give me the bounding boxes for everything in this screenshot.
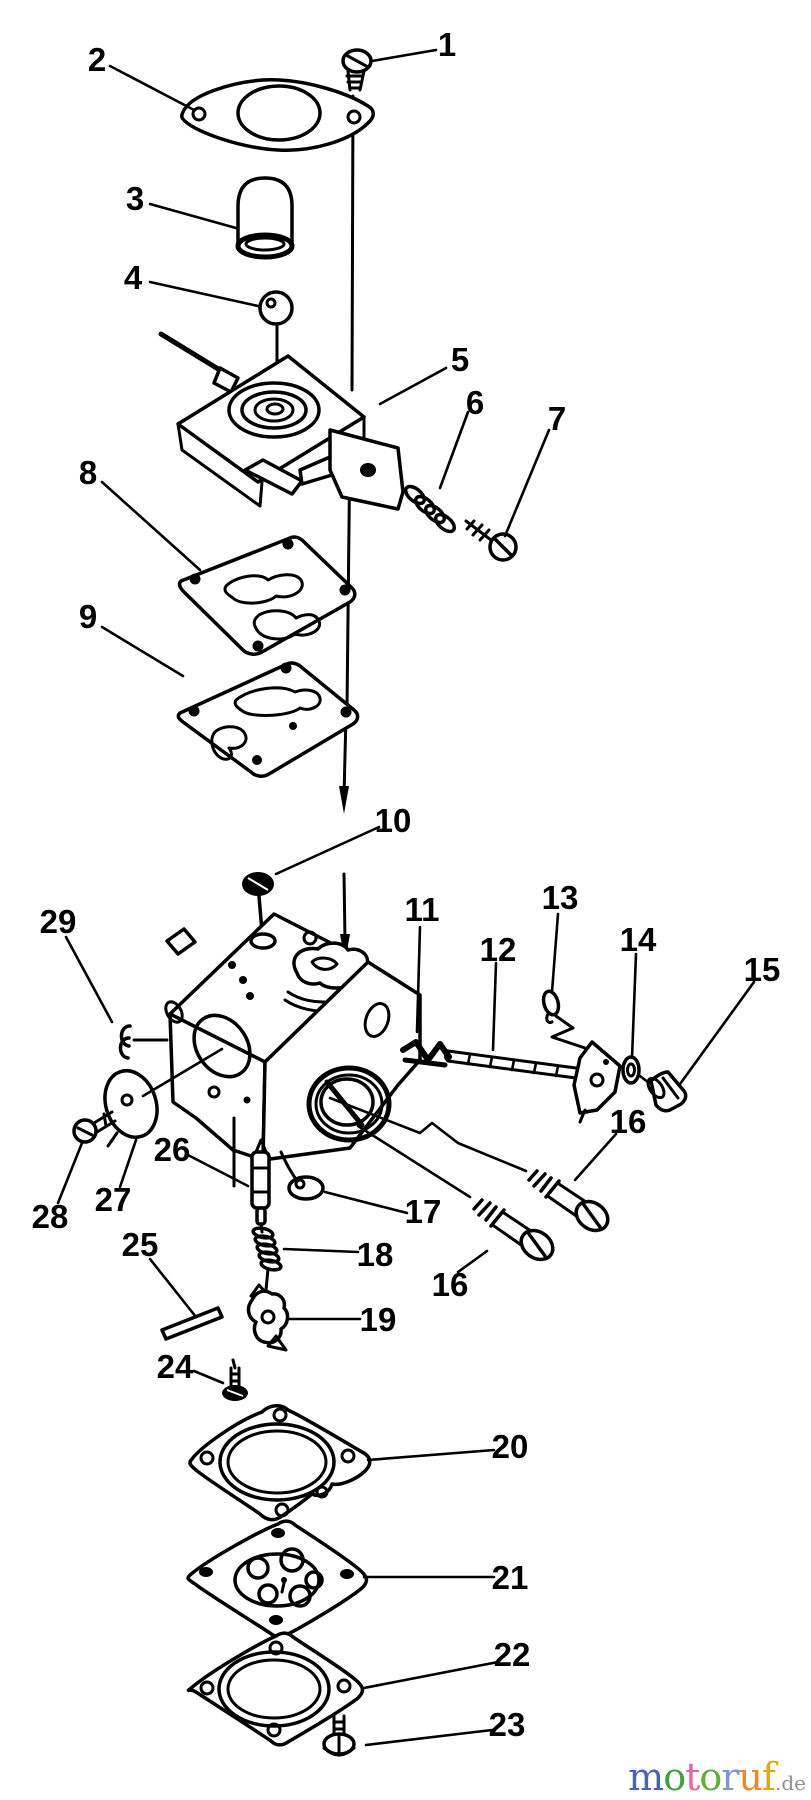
callout-4: 4 xyxy=(124,259,143,296)
callout-5: 5 xyxy=(451,341,469,378)
part-3-filter-cup xyxy=(235,176,295,260)
part-6-spring xyxy=(403,484,457,534)
part-5-pump-body xyxy=(158,331,405,511)
part-18-spring xyxy=(251,1226,283,1292)
part-22-cover xyxy=(186,1631,365,1747)
watermark-letter: f xyxy=(761,1755,776,1799)
callout-12: 12 xyxy=(480,931,517,968)
callout-27: 27 xyxy=(95,1181,132,1218)
watermark-suffix: .de xyxy=(775,1771,806,1795)
part-25-pin xyxy=(160,1306,224,1341)
part-2-gasket xyxy=(180,78,375,152)
callout-29: 29 xyxy=(40,903,77,940)
part-29-clip xyxy=(118,1024,169,1060)
part-14-washer xyxy=(621,1055,651,1085)
part-21-diaphragm xyxy=(186,1519,369,1639)
callout-23: 23 xyxy=(489,1706,526,1743)
callout-17: 17 xyxy=(405,1193,442,1230)
callout-8: 8 xyxy=(79,454,97,491)
part-9-gasket xyxy=(176,661,360,778)
callout-15: 15 xyxy=(744,951,781,988)
part-16-screw-lower xyxy=(472,1198,555,1262)
callout-18: 18 xyxy=(357,1236,394,1273)
callout-11: 11 xyxy=(405,891,440,928)
part-27-disc xyxy=(103,1047,224,1148)
callout-9: 9 xyxy=(79,598,97,635)
callout-19: 19 xyxy=(360,1301,397,1338)
assembly-axis-line xyxy=(339,94,355,962)
callout-14: 14 xyxy=(620,921,657,958)
part-13-clip xyxy=(541,989,590,1051)
callout-labels: 1 2 3 4 5 6 7 8 9 10 11 12 13 14 15 16 1… xyxy=(32,26,781,1743)
part-8-gasket xyxy=(177,535,357,656)
throttle-plate xyxy=(572,1040,622,1124)
part-16-screw-upper xyxy=(527,1169,610,1233)
watermark-letter: u xyxy=(738,1755,763,1799)
part-1-screw xyxy=(341,48,373,92)
callout-24: 24 xyxy=(157,1348,194,1385)
part-17-pin xyxy=(287,1175,325,1201)
watermark-letter: r xyxy=(721,1755,739,1799)
part-4-check-ball xyxy=(258,290,294,395)
callout-25: 25 xyxy=(122,1226,159,1263)
carburetor-body xyxy=(164,912,528,1199)
callout-3: 3 xyxy=(126,180,144,217)
callout-6: 6 xyxy=(466,384,484,421)
callout-16-upper: 16 xyxy=(610,1103,647,1140)
part-24-screw xyxy=(222,1358,248,1401)
watermark-letter: t xyxy=(685,1755,700,1799)
watermark-letter: m xyxy=(628,1755,664,1799)
callout-21: 21 xyxy=(492,1559,529,1596)
watermark-letter: o xyxy=(699,1755,722,1799)
part-23-screw xyxy=(322,1714,356,1757)
part-11-clip xyxy=(400,1039,452,1068)
callout-22: 22 xyxy=(494,1636,531,1673)
part-12-throttle-shaft xyxy=(444,1049,578,1080)
callout-16-lower: 16 xyxy=(432,1266,469,1303)
leader-lines xyxy=(56,48,756,1747)
part-20-gasket xyxy=(188,1404,372,1522)
part-7-screw xyxy=(464,519,518,562)
callout-26: 26 xyxy=(154,1131,191,1168)
callout-20: 20 xyxy=(492,1428,529,1465)
part-26-plunger xyxy=(250,1138,271,1234)
callout-1: 1 xyxy=(438,26,456,63)
part-28-screw xyxy=(72,1110,117,1144)
callout-13: 13 xyxy=(542,879,579,916)
watermark-letter: o xyxy=(663,1755,686,1799)
callout-28: 28 xyxy=(32,1198,69,1235)
callout-2: 2 xyxy=(88,41,106,78)
callout-10: 10 xyxy=(375,802,412,839)
watermark-motoruf: motoruf.de xyxy=(628,1758,806,1796)
callout-7: 7 xyxy=(548,400,566,437)
part-15-knob xyxy=(646,1070,688,1113)
part-19-lever xyxy=(246,1283,290,1352)
